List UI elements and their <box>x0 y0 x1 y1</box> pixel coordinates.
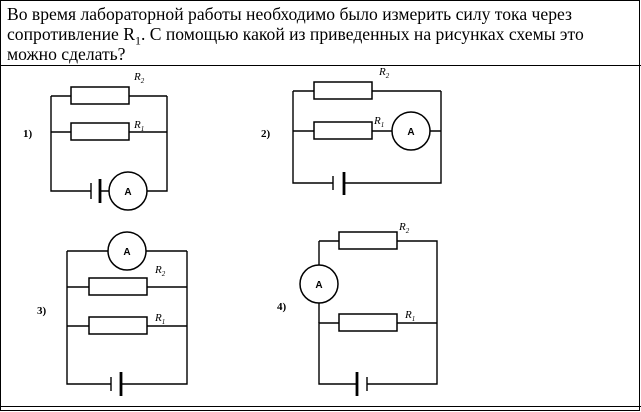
circuit-4-ammeter-label: A <box>315 280 322 291</box>
circuit-1-resistor-r2 <box>70 86 130 105</box>
circuit-4-resistor-r1 <box>338 313 398 332</box>
circuit-4-number: 4) <box>277 301 287 313</box>
bottom-border <box>1 406 641 407</box>
circuit-2-label-r2: R2 <box>378 66 390 80</box>
circuit-2-label-r1: R1 <box>373 115 384 129</box>
circuit-4-resistor-r2 <box>338 231 398 250</box>
circuit-2-wire-loop <box>292 91 442 184</box>
divider-line <box>1 65 641 66</box>
circuit-3-wire-loop <box>66 251 188 385</box>
circuit-4: 4) R2 R1 A <box>277 221 438 396</box>
circuit-1-label-r2: R2 <box>133 71 145 85</box>
circuit-4-wire-loop <box>318 240 438 385</box>
circuit-3-ammeter <box>107 231 147 271</box>
circuit-4-label-r1: R1 <box>404 309 415 323</box>
circuit-2-resistor-r2 <box>313 81 373 100</box>
circuit-1-number: 1) <box>23 128 33 140</box>
circuit-2-resistor-r1 <box>313 121 373 140</box>
circuit-3-label-r2: R2 <box>154 264 166 278</box>
circuit-3-resistor-r2 <box>88 277 148 296</box>
circuit-2-number: 2) <box>261 128 271 140</box>
circuit-4-label-r2: R2 <box>398 221 410 235</box>
circuit-1-resistor-r1 <box>70 122 130 141</box>
circuit-3-label-r1: R1 <box>154 312 165 326</box>
circuit-3-resistor-r1 <box>88 316 148 335</box>
subscript-1: 1 <box>134 33 141 48</box>
circuit-2-ammeter-label: A <box>407 127 414 138</box>
circuit-1-ammeter <box>108 171 148 211</box>
circuit-1-wire-loop <box>50 96 168 192</box>
circuit-1-ammeter-label: A <box>124 187 131 198</box>
question-text: Во время лабораторной работы необходимо … <box>7 4 584 64</box>
circuit-3-number: 3) <box>37 305 47 317</box>
circuit-1: 1) R2 R1 A <box>23 71 168 211</box>
circuit-3-ammeter-label: A <box>123 247 130 258</box>
circuit-4-ammeter <box>299 264 339 304</box>
circuit-2: 2) R2 R1 A <box>261 66 442 195</box>
circuit-1-label-r1: R1 <box>133 119 144 133</box>
circuit-2-ammeter <box>391 111 431 151</box>
circuit-3: 3) A R2 R1 <box>37 231 188 396</box>
